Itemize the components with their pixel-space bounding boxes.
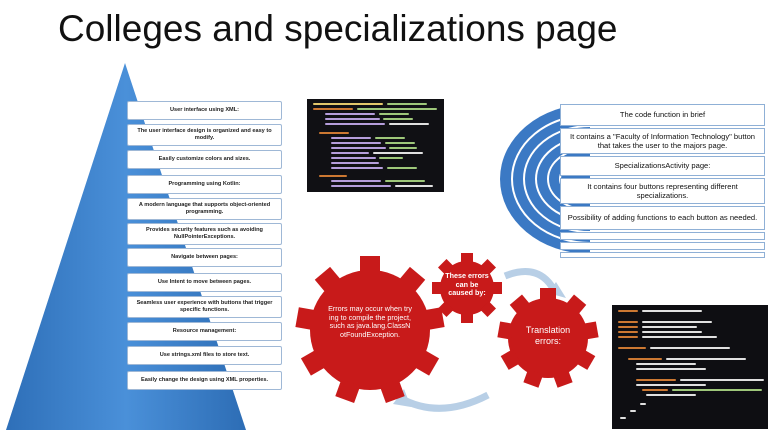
xml-code-screenshot — [307, 99, 444, 192]
code-function-empty-row — [560, 232, 765, 240]
code-function-empty-row — [560, 252, 765, 258]
pyramid-item-resource: Resource management: — [127, 322, 282, 341]
gear-icon — [497, 288, 599, 388]
code-function-item-add-functions: Possibility of adding functions to each … — [560, 206, 765, 230]
page-title: Colleges and specializations page — [58, 8, 618, 49]
pyramid-item-strings: Use strings.xml files to store text. — [127, 346, 282, 365]
kotlin-code-screenshot — [612, 305, 768, 429]
pyramid-item-seamless: Seamless user experience with buttons th… — [127, 296, 282, 318]
pyramid-item-intent: Use Intent to move between pages. — [127, 273, 282, 292]
pyramid-item-security: Provides security features such as avoid… — [127, 223, 282, 245]
pyramid-item-xml-properties: Easily change the design using XML prope… — [127, 371, 282, 390]
code-function-empty-row — [560, 242, 765, 250]
pyramid-item-customize: Easily customize colors and sizes. — [127, 150, 282, 169]
code-function-item-faculty: It contains a "Faculty of Information Te… — [560, 128, 765, 154]
pyramid-item-ui-design: The user interface design is organized a… — [127, 124, 282, 146]
code-function-item-specializations-page: SpecializationsActivity page: — [560, 156, 765, 176]
gear-icon — [295, 256, 445, 403]
caused-by-text: These errors can be caused by: — [445, 271, 489, 298]
pyramid-item-xml: User interface using XML: — [127, 101, 282, 120]
gear-icon — [432, 253, 502, 323]
code-function-item-four-buttons: It contains four buttons representing di… — [560, 178, 765, 204]
pyramid-item-navigate: Navigate between pages: — [127, 248, 282, 267]
pyramid-item-modern-language: A modern language that supports object-o… — [127, 198, 282, 220]
translation-errors-text: Translation errors: — [525, 325, 571, 346]
errors-may-occur-text: Errors may occur when trying to compile … — [328, 304, 412, 339]
code-function-heading: The code function in brief — [560, 104, 765, 126]
pyramid-item-kotlin: Programming using Kotlin: — [127, 175, 282, 194]
